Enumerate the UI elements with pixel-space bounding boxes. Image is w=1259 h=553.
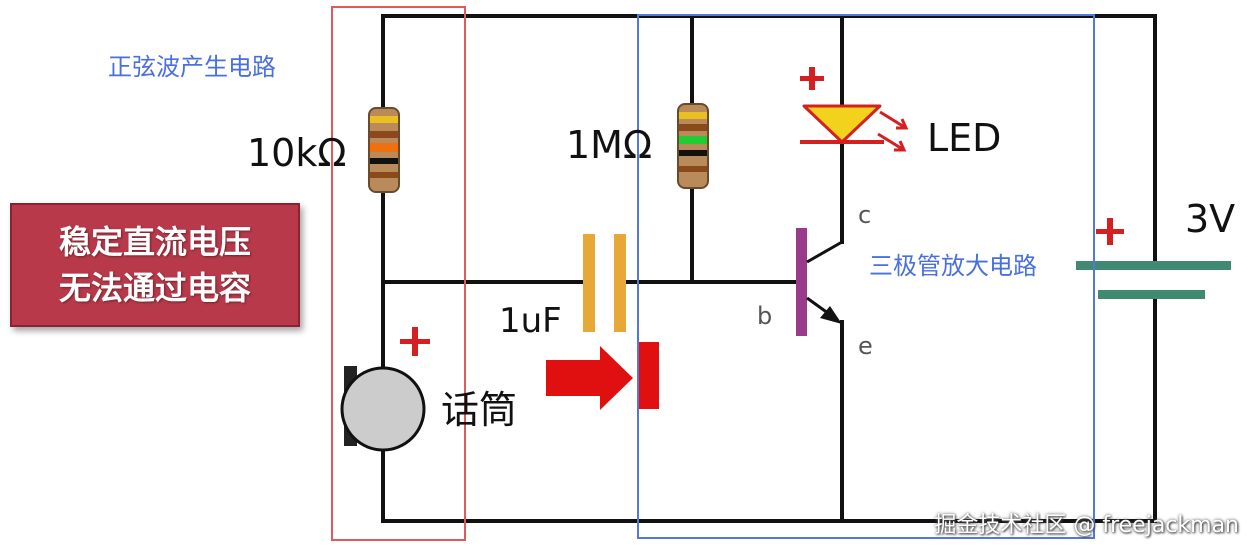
- transistor: [796, 228, 843, 336]
- battery-3v: [1076, 261, 1231, 299]
- collector-pin-label: c: [858, 201, 872, 229]
- plus-mic: [400, 327, 430, 356]
- resistor-1m: [677, 103, 709, 189]
- callout-line-2: 无法通过电容: [58, 269, 251, 307]
- base-pin-label: b: [757, 302, 773, 330]
- capacitor-1uf: [583, 234, 626, 332]
- sine-circuit-label: 正弦波产生电路: [108, 53, 276, 81]
- amplifier-circuit-label: 三极管放大电路: [869, 252, 1037, 280]
- led-label: LED: [927, 116, 1002, 160]
- emitter-arrow: [820, 306, 842, 324]
- plus-battery: [1096, 218, 1124, 245]
- plus-signs: [400, 67, 1124, 356]
- microphone-label: 话筒: [441, 388, 518, 432]
- callout-box: 稳定直流电压 无法通过电容: [10, 203, 300, 327]
- voltage-label: 3V: [1185, 197, 1236, 241]
- led-symbol: [800, 104, 909, 152]
- microphone-symbol: [340, 366, 426, 452]
- resistor-1m-label: 1MΩ: [566, 123, 653, 167]
- resistor-10k: [368, 107, 400, 193]
- watermark: 掘金技术社区 @ freejackman: [934, 513, 1239, 538]
- sine-circuit-box: [331, 6, 466, 541]
- resistor-10k-label: 10kΩ: [247, 131, 347, 175]
- callout-line-1: 稳定直流电压: [58, 223, 251, 261]
- led-light-arrows: [877, 110, 909, 152]
- amplifier-circuit-box: [637, 14, 1095, 539]
- wires: [381, 14, 1157, 523]
- signal-arrow: [546, 342, 659, 410]
- plus-led: [800, 67, 824, 90]
- emitter-pin-label: e: [858, 332, 873, 360]
- capacitor-label: 1uF: [499, 301, 562, 341]
